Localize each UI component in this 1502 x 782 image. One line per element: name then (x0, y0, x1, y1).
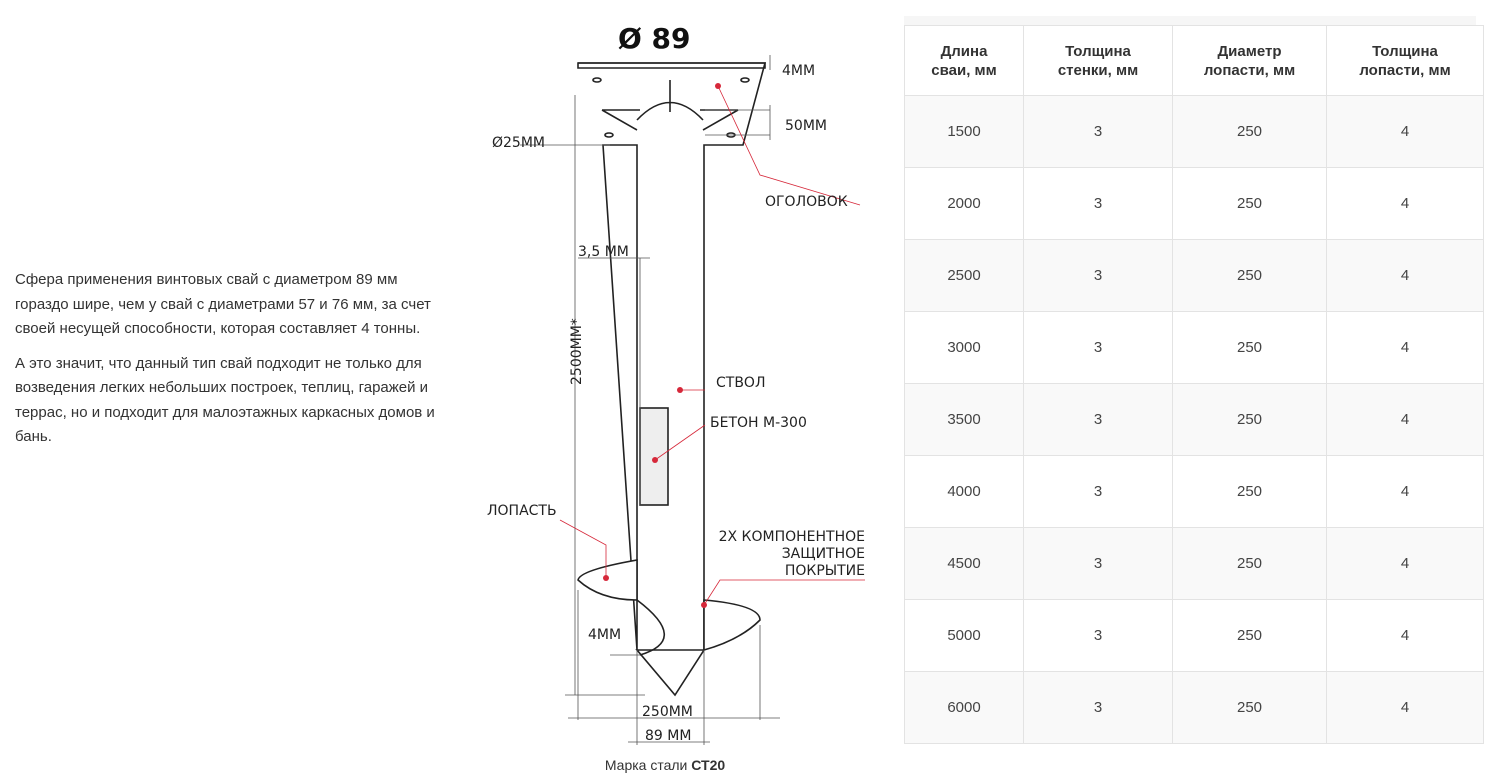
table-cell: 2000 (904, 167, 1024, 240)
table-cell: 250 (1172, 527, 1327, 600)
table-cell: 3500 (904, 383, 1024, 456)
table-cell: 250 (1172, 455, 1327, 528)
table-cell: 3 (1023, 167, 1173, 240)
table-cell: 3 (1023, 455, 1173, 528)
header-line: Толщина (1372, 42, 1438, 60)
blade-marker (603, 575, 609, 581)
concrete-marker (652, 457, 658, 463)
leader-lines (559, 85, 865, 606)
table-cell: 4000 (904, 455, 1024, 528)
trunk-marker (677, 387, 683, 393)
table-cell: 3 (1023, 671, 1173, 744)
table-cell: 250 (1172, 167, 1327, 240)
table-cell: 250 (1172, 239, 1327, 312)
coating-label-1: 2Х КОМПОНЕНТНОЕ (719, 529, 865, 545)
table-cell: 5000 (904, 599, 1024, 672)
blade-diameter-label: 250ММ (642, 704, 693, 720)
length-label: 2500ММ* (569, 318, 585, 385)
pipe-diameter-label: 89 ММ (645, 728, 691, 744)
table-cell: 1500 (904, 95, 1024, 168)
coating-label-3: ПОКРЫТИЕ (785, 563, 865, 579)
table-cell: 4 (1326, 527, 1484, 600)
caption-prefix: Марка стали (604, 757, 688, 773)
table-cell: 250 (1172, 311, 1327, 384)
blade-thickness-label: 4ММ (588, 627, 621, 643)
table-cell: 2500 (904, 239, 1024, 312)
steel-grade-caption: Марка стали СТ20 (560, 757, 770, 773)
table-cell: 4 (1326, 95, 1484, 168)
header-line: Толщина (1065, 42, 1131, 60)
header-line: стенки, мм (1057, 61, 1139, 79)
concrete-label: БЕТОН М-300 (710, 415, 807, 431)
table-cell: 3 (1023, 311, 1173, 384)
trunk-label: СТВОЛ (716, 375, 765, 391)
hole-diameter-label: Ø25ММ (492, 135, 545, 151)
description-p2: А это значит, что данный тип свай подход… (15, 354, 435, 446)
table-cell: 4 (1326, 311, 1484, 384)
rib-height-label: 50ММ (785, 118, 827, 134)
table-cell: 250 (1172, 95, 1327, 168)
header-line: Длина (940, 42, 988, 60)
table-cell: 4 (1326, 383, 1484, 456)
coat-marker (701, 602, 707, 608)
diameter-title: Ø 89 (618, 22, 691, 55)
wall-thickness-label: 3,5 ММ (578, 244, 629, 260)
head-marker (715, 83, 721, 89)
description: Сфера применения винтовых свай с диаметр… (15, 268, 440, 460)
table-cell: 3 (1023, 95, 1173, 168)
table-cell: 4 (1326, 455, 1484, 528)
header-line: лопасти, мм (1359, 61, 1451, 79)
steel-grade: СТ20 (691, 757, 726, 773)
description-p1: Сфера применения винтовых свай с диаметр… (15, 271, 431, 337)
dimension-lines (520, 55, 780, 745)
table-top-strip (904, 16, 1476, 25)
header-line: лопасти, мм (1203, 61, 1296, 79)
table-cell: 250 (1172, 671, 1327, 744)
table-cell: 3 (1023, 383, 1173, 456)
table-cell: 6000 (904, 671, 1024, 744)
table-cell: 4 (1326, 239, 1484, 312)
table-cell: 3 (1023, 599, 1173, 672)
table-cell: 3 (1023, 527, 1173, 600)
concrete-fill (639, 407, 669, 506)
table-cell: 4 (1326, 671, 1484, 744)
plate-thickness-label: 4ММ (782, 63, 815, 79)
header-line: сваи, мм (931, 61, 997, 79)
table-cell: 250 (1172, 383, 1327, 456)
pile-drawing (577, 62, 767, 697)
table-cell: 4500 (904, 527, 1024, 600)
table-cell: 250 (1172, 599, 1327, 672)
blade-label: ЛОПАСТЬ (487, 503, 557, 519)
header-line: Диаметр (1217, 42, 1282, 60)
pile-diagram: Ø 89 4ММ 50ММ Ø25ММ ОГОЛОВОК 3,5 ММ 2500… (487, 22, 865, 745)
head-label: ОГОЛОВОК (765, 194, 848, 210)
table-cell: 3000 (904, 311, 1024, 384)
coating-label-2: ЗАЩИТНОЕ (782, 546, 865, 562)
table-cell: 4 (1326, 167, 1484, 240)
table-cell: 3 (1023, 239, 1173, 312)
table-cell: 4 (1326, 599, 1484, 672)
